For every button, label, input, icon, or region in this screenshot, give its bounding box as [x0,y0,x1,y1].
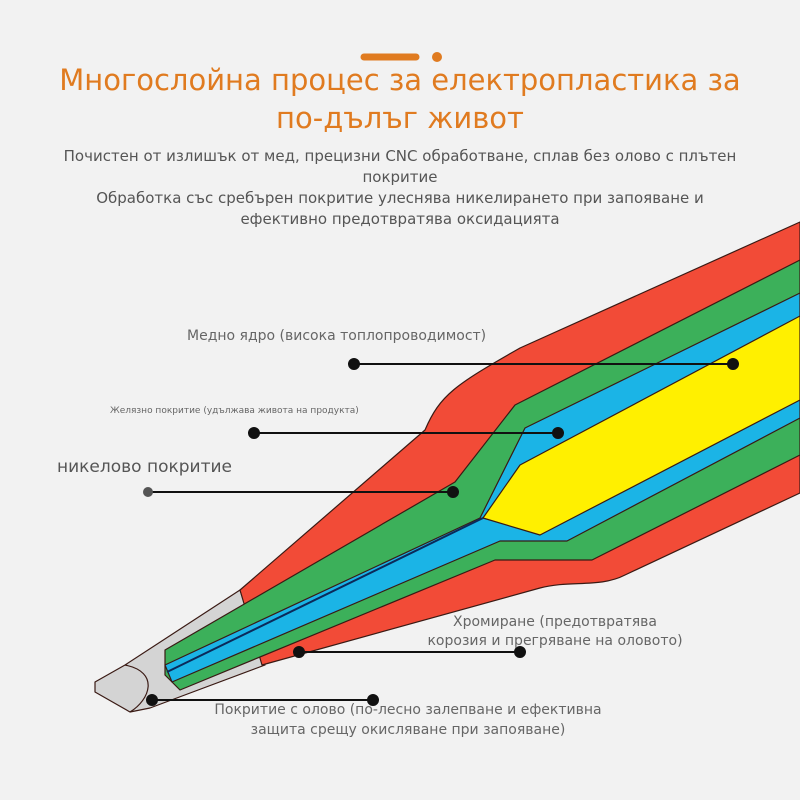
label-iron: Желязно покритие (удължава живота на про… [110,406,359,416]
label-chrome: Хромиране (предотвратява корозия и прегр… [420,613,690,651]
nickel-layer [164,292,800,683]
copper-core-layer [482,315,800,536]
subtitle-1: Почистен от излишък от мед, прецизни CNC… [63,147,737,186]
label-chrome-line-1: Хромиране (предотвратява [452,614,658,630]
title-line-2: по-дълъг живот [276,101,524,135]
label-tin: Покритие с олово (по-лесно залепване и е… [188,700,628,740]
label-tin-line-1: Покритие с олово (по-лесно залепване и е… [214,702,602,718]
page-title: Многослойна процес за електропластика за… [0,61,800,137]
callout-lines [143,358,739,706]
label-tin-line-2: защита срещу окисляване при запояване) [250,722,566,738]
subtitle-2: Обработка със сребърен покритие улеснява… [96,189,704,228]
label-copper-core: Медно ядро (висока топлопроводимост) [187,328,487,344]
core-center-line [166,517,484,673]
label-chrome-line-2: корозия и прегряване на оловото) [427,633,683,649]
title-line-1: Многослойна процес за електропластика за [59,63,741,97]
label-nickel: никелово покритие [57,457,233,477]
tin-tip-face [124,664,149,713]
header-decoration [360,52,442,62]
iron-layer [164,259,800,691]
